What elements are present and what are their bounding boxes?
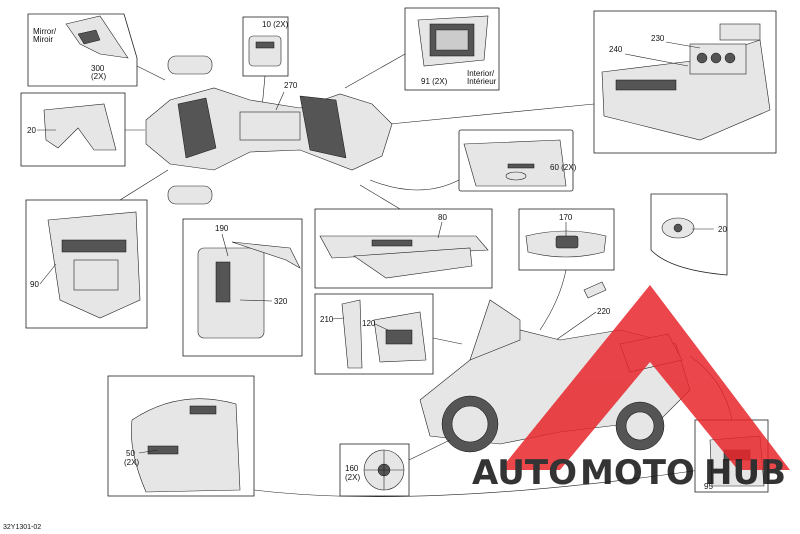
windshield-inset: 210 120: [314, 293, 463, 375]
trunk-inset: 240 230: [389, 10, 777, 154]
callout-300: 300: [91, 64, 105, 73]
cap-inset: 20: [650, 193, 727, 276]
side-panel-inset: 91 (2X) Interior/ Intérieur: [344, 7, 500, 91]
callout-320: 320: [274, 297, 288, 306]
callout-95: 95: [704, 482, 713, 491]
callout-20-left: 20: [27, 126, 36, 135]
callout-91-note2: Intérieur: [467, 77, 497, 86]
sticker-60-inset: 60 (2X): [369, 129, 577, 192]
wheel-160-inset: 160 (2X): [339, 439, 451, 497]
watermark-moto: MOTO: [580, 453, 695, 493]
callout-mirror-line1: Mirror/: [33, 27, 57, 36]
callout-170: 170: [559, 213, 573, 222]
sensor-220: 220: [555, 281, 614, 341]
watermark-hub: HUB: [704, 453, 786, 493]
callout-mirror-line2: Miroir: [33, 35, 53, 44]
handle-inset: 10 (2X): [242, 16, 289, 109]
callout-270: 270: [284, 81, 298, 90]
glovebox-inset: 190 320: [182, 218, 303, 357]
decal-50-inset: 50 (2X): [107, 375, 701, 497]
figure-code: 32Y1301-02: [3, 524, 41, 531]
console-inset: 170: [518, 208, 615, 331]
callout-60: 60 (2X): [550, 163, 577, 172]
callout-120: 120: [362, 319, 376, 328]
callout-91-note1: Interior/: [467, 69, 495, 78]
callout-160: 160: [345, 464, 359, 473]
left-grip-bottom: [167, 185, 213, 205]
rear-frame-inset: 90: [25, 169, 169, 329]
callout-160-qty: (2X): [345, 473, 360, 482]
callout-300-qty: (2X): [91, 72, 106, 81]
callout-91: 91 (2X): [421, 77, 448, 86]
callout-50: 50: [126, 449, 135, 458]
callout-240: 240: [609, 45, 623, 54]
watermark-auto: AUTO: [472, 453, 577, 493]
automotohub-watermark: AUTO MOTO HUB: [472, 285, 790, 493]
callout-90: 90: [30, 280, 39, 289]
front-fairing-inset: 20: [20, 92, 145, 167]
mirror-inset: Mirror/ Miroir 300 (2X): [27, 13, 166, 87]
callout-230: 230: [651, 34, 665, 43]
callout-80: 80: [438, 213, 447, 222]
left-grip-top: [167, 55, 213, 75]
footrest-inset: 80: [314, 184, 493, 289]
callout-210: 210: [320, 315, 334, 324]
callout-20-right: 20: [718, 225, 727, 234]
callout-190: 190: [215, 224, 229, 233]
callout-10: 10 (2X): [262, 20, 289, 29]
vehicle-top-view: 270: [145, 81, 393, 171]
callout-50-qty: (2X): [124, 458, 139, 467]
callout-220: 220: [597, 307, 611, 316]
